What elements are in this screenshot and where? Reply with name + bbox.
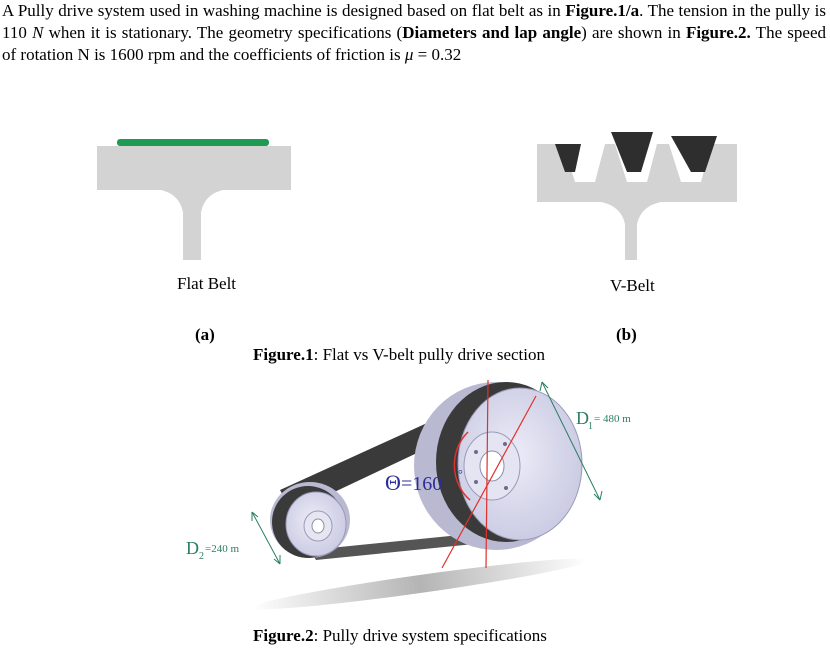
large-pulley-bolt — [504, 486, 508, 490]
figure1-caption: Figure.1: Flat vs V-belt pully drive sec… — [253, 345, 545, 365]
intro-bold-spec: Diameters and lap angle — [402, 23, 582, 42]
d1-arrowhead — [539, 381, 549, 392]
flat-belt-section-figure — [97, 139, 291, 260]
flat-belt-label: Flat Belt — [177, 274, 237, 293]
theta-symbol: Θ — [385, 470, 401, 495]
intro-seg1: A Pully drive system used in washing mac… — [2, 1, 566, 20]
belt-bottom-span — [310, 532, 494, 560]
lap-angle-arc — [453, 431, 471, 501]
sub-label-b: (b) — [616, 325, 637, 344]
ground-shadow — [251, 558, 589, 610]
red-center-line — [441, 395, 537, 569]
large-pulley-bolt — [503, 442, 507, 446]
intro-seg5: The speed of rotation N is 1600 rpm and … — [2, 23, 827, 64]
pulley-drive-figure: D 1 = 480 m D 2 =240 m Θ =160 ° — [186, 379, 631, 610]
d2-label: D — [186, 538, 199, 558]
red-center-line — [485, 379, 489, 569]
figure1-caption-text: : Flat vs V-belt pully drive section — [313, 345, 545, 364]
theta-unit: ° — [458, 467, 463, 481]
d1-value: = 480 m — [594, 413, 631, 425]
small-pulley-bore — [311, 518, 325, 534]
large-pulley-bore — [479, 450, 505, 482]
mu-value: = 0.32 — [413, 45, 462, 64]
d1-label: D — [576, 408, 589, 428]
d1-arrowhead — [593, 490, 603, 501]
theta-value: =160 — [401, 473, 442, 495]
tension-unit: N — [32, 23, 44, 42]
intro-paragraph: A Pully drive system used in washing mac… — [2, 0, 826, 66]
figure2-caption-text: : Pully drive system specifications — [313, 626, 547, 645]
mu-symbol: μ — [404, 45, 414, 64]
large-pulley-bolt — [474, 450, 478, 454]
v-belt-2 — [611, 132, 653, 172]
figure2-caption: Figure.2: Pully drive system specificati… — [253, 626, 547, 646]
v-belt-section-figure — [537, 132, 737, 260]
d1-dimension-line — [541, 381, 601, 501]
v-belt-1 — [555, 144, 581, 172]
tension-value: 110 — [2, 23, 27, 42]
figure2-caption-prefix: Figure.2 — [253, 626, 314, 645]
d2-dimension-line — [251, 511, 281, 565]
v-belt-label: V-Belt — [610, 276, 655, 295]
d2-arrowhead — [251, 511, 259, 521]
intro-ref-figure2: Figure.2. — [685, 23, 751, 42]
d2-value: =240 m — [205, 543, 239, 555]
v-belt-3 — [671, 136, 717, 172]
intro-seg4: ) are shown in — [581, 23, 686, 42]
flat-belt-strip — [117, 139, 269, 146]
figure1-caption-prefix: Figure.1 — [253, 345, 314, 364]
d1-subscript: 1 — [588, 421, 593, 432]
d2-arrowhead — [273, 555, 281, 565]
d2-subscript: 2 — [199, 551, 204, 562]
sub-label-a: (a) — [195, 325, 215, 344]
v-pulley-body — [537, 144, 737, 260]
large-pulley-bolt — [474, 480, 478, 484]
intro-seg3: when it is stationary. The geometry spec… — [43, 23, 403, 42]
flat-pulley-body — [97, 146, 291, 260]
intro-ref-figure1a: Figure.1/a — [565, 1, 640, 20]
intro-seg2: . The tension in the pully is — [639, 1, 826, 20]
